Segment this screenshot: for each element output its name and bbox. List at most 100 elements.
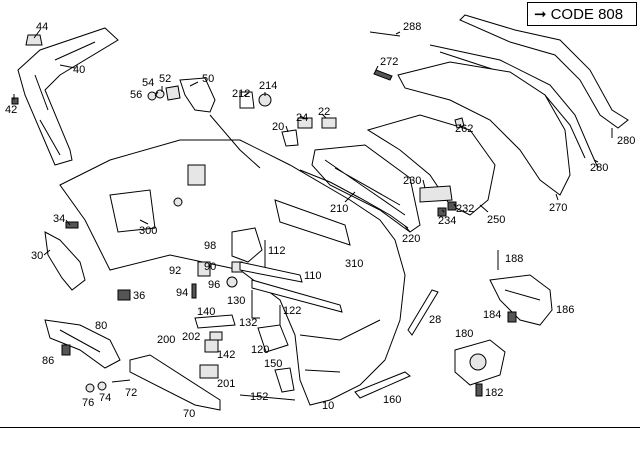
- washer-74: [97, 381, 107, 391]
- clip-184: [507, 311, 517, 323]
- cover-201: [199, 364, 219, 379]
- label-201: 201: [217, 378, 235, 390]
- clip-36: [117, 289, 131, 301]
- clip-202: [209, 331, 223, 341]
- bracket-30: [44, 231, 86, 291]
- label-56: 56: [130, 89, 142, 101]
- clip-24: [297, 117, 313, 129]
- trim-70: [129, 354, 221, 411]
- arrow-right-icon: ➞: [534, 6, 547, 23]
- label-50: 50: [202, 73, 214, 85]
- label-280b: 280: [590, 162, 608, 174]
- strip-152: [239, 394, 296, 401]
- label-140: 140: [197, 306, 215, 318]
- label-76: 76: [82, 397, 94, 409]
- label-232: 232: [456, 203, 474, 215]
- label-132: 132: [239, 317, 257, 329]
- strip-28: [407, 289, 439, 336]
- trim-strip-288: [369, 31, 401, 37]
- screw-182: [475, 383, 483, 397]
- clip-92: [197, 261, 211, 277]
- label-92: 92: [169, 265, 181, 277]
- bracket-120: [257, 324, 289, 353]
- label-210: 210: [330, 203, 348, 215]
- bracket-186: [489, 274, 553, 326]
- label-112: 112: [268, 245, 286, 257]
- diffuser-270: [397, 61, 571, 196]
- sensor-hole: [187, 164, 206, 186]
- label-24: 24: [296, 112, 308, 124]
- strip-150: [274, 367, 295, 393]
- clip-20: [281, 129, 299, 147]
- code-label: CODE 808: [550, 5, 624, 23]
- label-20: 20: [272, 121, 284, 133]
- label-270: 270: [549, 202, 567, 214]
- label-30: 30: [31, 250, 43, 262]
- label-120: 120: [251, 344, 269, 356]
- strip-262: [454, 117, 465, 129]
- label-250: 250: [487, 214, 505, 226]
- bumper-cover-300: [59, 139, 406, 406]
- label-86: 86: [42, 355, 54, 367]
- label-182: 182: [485, 387, 503, 399]
- label-230: 230: [403, 175, 421, 187]
- label-10: 10: [322, 400, 334, 412]
- trim-280b: [429, 44, 599, 169]
- clip-86: [61, 344, 71, 356]
- label-152: 152: [250, 391, 268, 403]
- nut-54: [155, 89, 165, 99]
- label-98: 98: [204, 240, 216, 252]
- label-200: 200: [157, 334, 175, 346]
- label-212: 212: [232, 88, 250, 100]
- strip-160: [354, 371, 411, 399]
- label-262: 262: [455, 123, 473, 135]
- label-90: 90: [204, 261, 216, 273]
- bolt-272: [373, 69, 393, 81]
- label-272: 272: [380, 56, 398, 68]
- grille-220: [299, 169, 409, 229]
- bolt-72: [111, 379, 131, 383]
- clip-44: [25, 34, 43, 46]
- label-142: 142: [217, 349, 235, 361]
- bracket-50: [179, 77, 216, 113]
- code-label-box: ➞ CODE 808: [527, 2, 637, 26]
- label-110: 110: [304, 270, 322, 282]
- bracket-132: [251, 290, 260, 319]
- label-234: 234: [438, 215, 456, 227]
- bracket-140: [194, 314, 236, 329]
- label-80: 80: [95, 320, 107, 332]
- label-96: 96: [208, 279, 220, 291]
- label-74: 74: [99, 392, 111, 404]
- washer-56: [147, 91, 157, 101]
- label-160: 160: [383, 394, 401, 406]
- bracket-98: [231, 227, 263, 263]
- clip-234: [437, 207, 447, 217]
- label-52: 52: [159, 73, 171, 85]
- label-44: 44: [36, 21, 48, 33]
- label-22: 22: [318, 106, 330, 118]
- sensor-52: [165, 85, 181, 101]
- label-94: 94: [176, 287, 188, 299]
- label-54: 54: [142, 77, 154, 89]
- side-bracket-40: [17, 27, 119, 166]
- label-72: 72: [125, 387, 137, 399]
- label-70: 70: [183, 408, 195, 420]
- label-42: 42: [5, 104, 17, 116]
- label-122: 122: [283, 305, 301, 317]
- label-186: 186: [556, 304, 574, 316]
- label-40: 40: [73, 64, 85, 76]
- label-180: 180: [455, 328, 473, 340]
- rail-130: [251, 279, 343, 313]
- washer-76: [85, 383, 95, 393]
- label-188: 188: [505, 253, 523, 265]
- label-280a: 280: [617, 135, 635, 147]
- label-220: 220: [402, 233, 420, 245]
- label-184: 184: [483, 309, 501, 321]
- bracket-80: [44, 319, 121, 369]
- label-310: 310: [345, 258, 363, 270]
- label-34: 34: [53, 213, 65, 225]
- label-28: 28: [429, 314, 441, 326]
- diffuser-250: [366, 114, 496, 216]
